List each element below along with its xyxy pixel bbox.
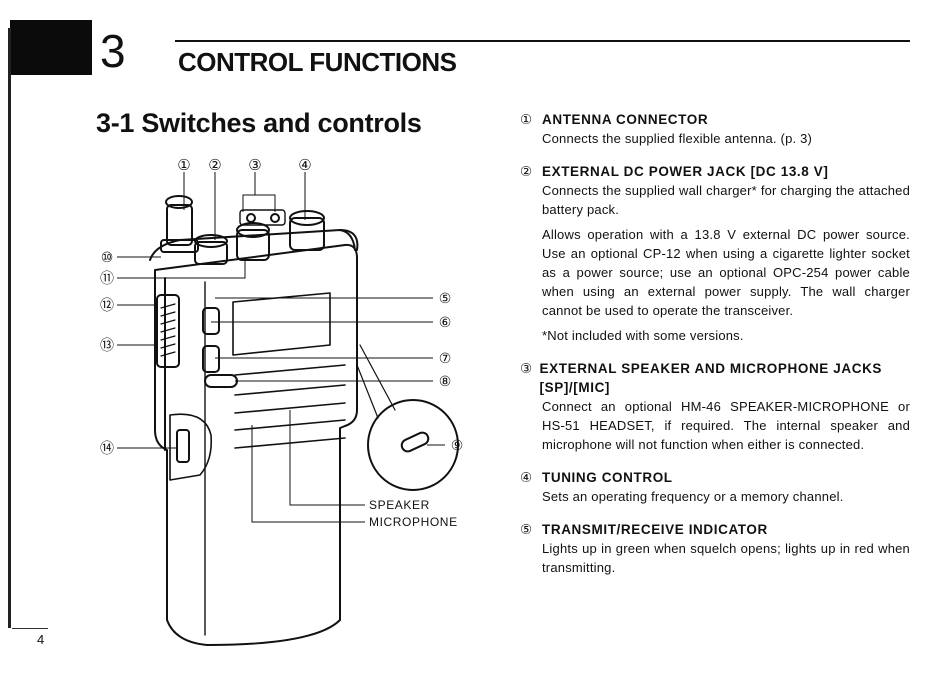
- item-number: ⑤: [520, 522, 533, 537]
- item-external-speaker-mic-jacks: ③ EXTERNAL SPEAKER AND MICROPHONE JACKS […: [520, 359, 910, 454]
- item-title: EXTERNAL DC POWER JACK [DC 13.8 V]: [542, 164, 829, 179]
- item-text: Allows operation with a 13.8 V external …: [542, 227, 910, 318]
- callout-12: ⑫: [100, 298, 114, 314]
- chapter-title: CONTROL FUNCTIONS: [178, 47, 457, 77]
- margin-line: [8, 28, 11, 628]
- item-tuning-control: ④ TUNING CONTROL Sets an operating freque…: [520, 468, 910, 506]
- callout-13: ⑬: [100, 338, 114, 354]
- item-title: ANTENNA CONNECTOR: [542, 112, 709, 127]
- radio-body-outline: [154, 243, 358, 646]
- item-text: Connect an optional HM-46 SPEAKER-MICROP…: [542, 399, 910, 452]
- item-number: ④: [520, 470, 533, 485]
- item-text: Lights up in green when squelch opens; l…: [542, 541, 910, 575]
- callout-8: ⑧: [439, 374, 452, 390]
- item-text: Connects the supplied wall charger* for …: [542, 183, 910, 217]
- callout-3: ③: [248, 156, 261, 174]
- section-title: 3-1 Switches and controls: [96, 108, 422, 138]
- item-text: Sets an operating frequency or a memory …: [542, 489, 844, 504]
- item-number: ①: [520, 112, 533, 127]
- callout-11: ⑪: [100, 271, 114, 287]
- page-number: 4: [37, 632, 45, 647]
- microphone-label: MICROPHONE: [369, 515, 458, 529]
- item-title: TUNING CONTROL: [542, 470, 673, 485]
- item-external-dc-power-jack: ② EXTERNAL DC POWER JACK [DC 13.8 V] Conn…: [520, 162, 910, 345]
- speaker-label: SPEAKER: [369, 498, 430, 512]
- callout-4: ④: [298, 156, 311, 174]
- page-number-rule: [12, 628, 48, 629]
- footnote: *Not included with some versions.: [542, 328, 744, 343]
- callout-1: ①: [177, 156, 190, 174]
- item-number: ③: [520, 361, 533, 376]
- chapter-rule: [175, 40, 910, 42]
- callout-6: ⑥: [439, 315, 452, 331]
- callout-14: ⑭: [100, 441, 114, 457]
- item-number: ②: [520, 164, 533, 179]
- description-column: ① ANTENNA CONNECTOR Connects the supplied…: [520, 110, 910, 591]
- callout-7: ⑦: [439, 351, 452, 367]
- item-title: TRANSMIT/RECEIVE INDICATOR: [542, 522, 768, 537]
- chapter-tab: [10, 20, 92, 75]
- callout-5: ⑤: [439, 291, 452, 307]
- callout-10: ⑩: [101, 250, 114, 266]
- item-text: Connects the supplied flexible antenna. …: [542, 131, 813, 146]
- item-title: EXTERNAL SPEAKER AND MICROPHONE JACKS [S…: [539, 361, 883, 395]
- callout-2: ②: [208, 156, 221, 174]
- radio-diagram: ① ② ③ ④ ⑩ ⑪ ⑫ ⑬ ⑭ ⑤ ⑥ ⑦ ⑧ ⑨ SPEAKER MICR…: [100, 156, 464, 646]
- callout-9: ⑨: [451, 438, 464, 454]
- item-transmit-receive-indicator: ⑤ TRANSMIT/RECEIVE INDICATOR Lights up in…: [520, 520, 910, 577]
- item-antenna-connector: ① ANTENNA CONNECTOR Connects the supplied…: [520, 110, 910, 148]
- chapter-number: 3: [100, 25, 126, 77]
